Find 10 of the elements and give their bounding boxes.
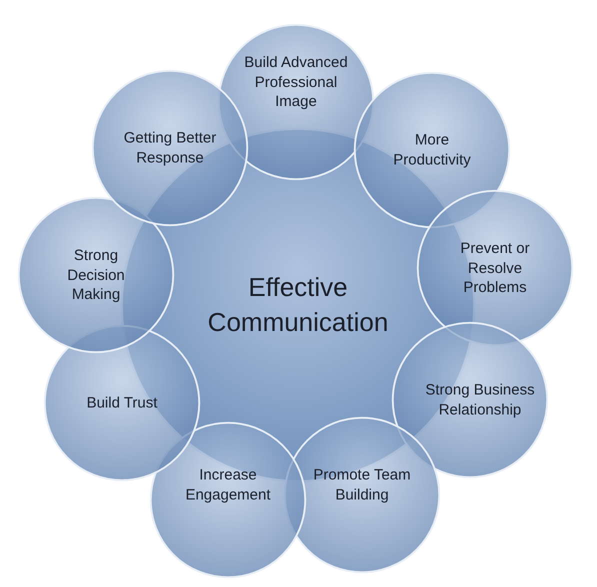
circle-label: More Productivity	[392, 130, 472, 170]
circle-label: Strong Business Relationship	[425, 380, 535, 420]
center-label: Effective Communication	[206, 270, 390, 339]
circle-label: Strong Decision Making	[66, 246, 126, 304]
circle-label: Prevent or Resolve Problems	[459, 238, 531, 298]
circle-label: Build Advanced Professional Image	[243, 52, 349, 112]
circle-label: Build Trust	[86, 393, 158, 413]
circle-label: Promote Team Building	[312, 466, 412, 504]
circle-label: Increase Engagement	[184, 466, 272, 504]
circle-label: Getting Better Response	[122, 128, 218, 168]
